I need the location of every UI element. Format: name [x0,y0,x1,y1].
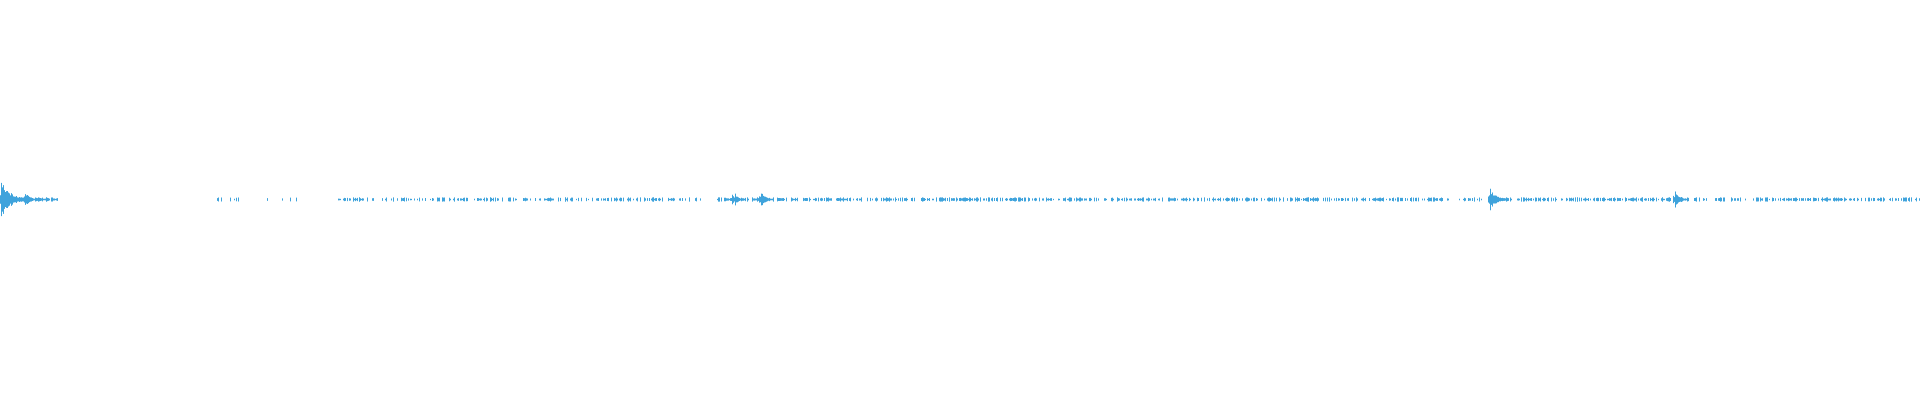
waveform-strokes [0,182,1920,217]
